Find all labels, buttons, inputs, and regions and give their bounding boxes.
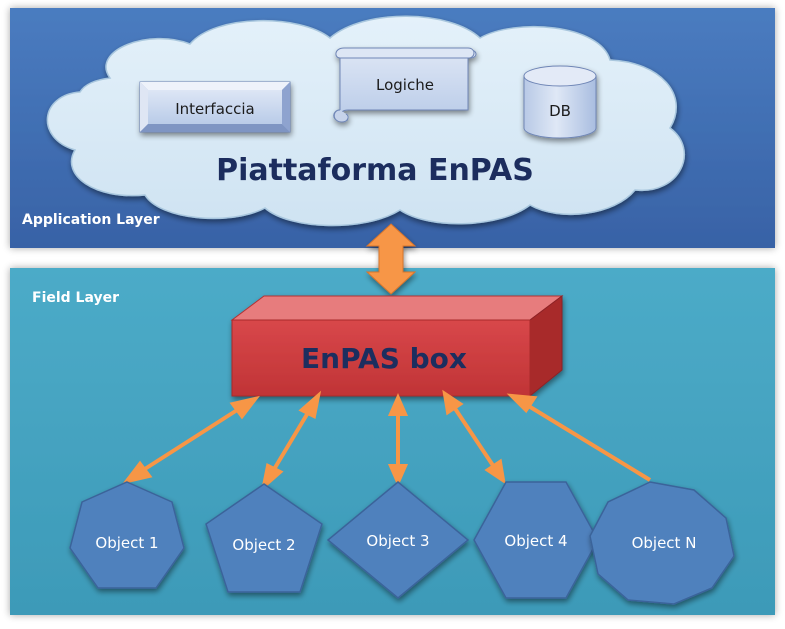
diamond-icon (326, 481, 470, 599)
object-label: Object 3 (366, 532, 429, 550)
layer-link-arrow (365, 223, 417, 295)
connector-object-1 (122, 395, 260, 485)
component-label: DB (549, 102, 571, 120)
component-label: Interfaccia (175, 100, 255, 118)
application-layer-label: Application Layer (22, 212, 160, 228)
connectors (122, 389, 652, 492)
platform-title: Piattaforma EnPAS (216, 153, 534, 188)
heptagon-icon (69, 481, 185, 589)
connector-object-3 (387, 393, 409, 487)
platform-cloud (46, 15, 686, 227)
enpas-box-label: EnPAS box (301, 342, 467, 375)
object-label: Object 4 (504, 532, 567, 550)
double-arrow-icon (365, 223, 417, 295)
connector-object-n (506, 393, 652, 482)
octagon-icon (589, 481, 735, 605)
object-n: Object N (589, 481, 735, 605)
object-label: Object N (632, 534, 697, 552)
enpas-box: EnPAS box (230, 295, 564, 398)
object-3: Object 3 (326, 481, 470, 599)
field-layer-label: Field Layer (32, 290, 119, 306)
database-icon (523, 75, 597, 139)
objects: Object 1 Object 2 Object 3 Object 4 Obje… (69, 481, 735, 605)
hexagon-icon (473, 481, 599, 599)
object-2: Object 2 (205, 483, 323, 593)
object-label: Object 2 (232, 536, 295, 554)
object-1: Object 1 (69, 481, 185, 589)
component-db: DB (523, 65, 597, 139)
object-label: Object 1 (95, 534, 158, 552)
cloud-icon (46, 15, 686, 227)
component-logiche: Logiche (333, 47, 477, 123)
connector-object-2 (260, 390, 322, 492)
component-interfaccia: Interfaccia (139, 81, 291, 133)
connector-object-4 (442, 389, 506, 485)
pentagon-icon (205, 483, 323, 593)
component-label: Logiche (376, 76, 434, 94)
object-4: Object 4 (473, 481, 599, 599)
